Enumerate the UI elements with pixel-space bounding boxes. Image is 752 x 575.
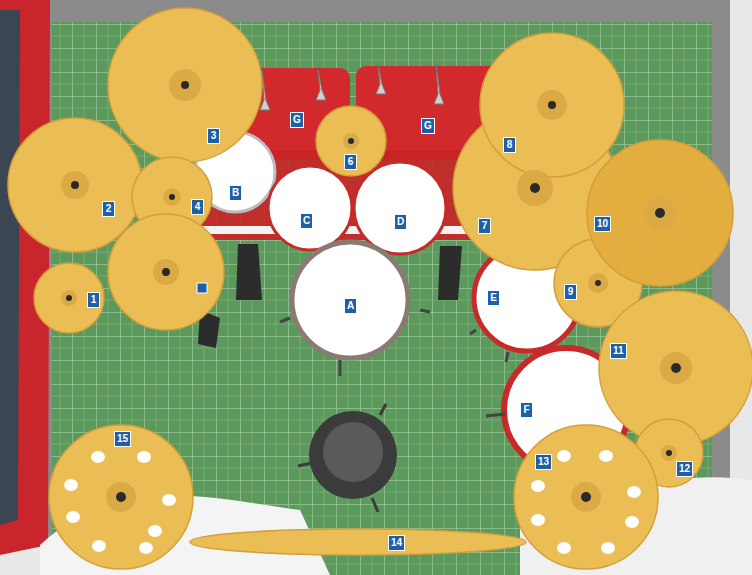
callout-number: E [487,290,500,306]
callout-number: 15 [114,431,131,447]
callout-number: 14 [388,535,405,551]
callout-number: C [300,213,313,229]
callout-number: 1 [87,292,100,308]
callout-number: 3 [207,128,220,144]
callout-number: 2 [102,201,115,217]
callout-number: 9 [564,284,577,300]
callout-number: D [394,214,407,230]
callout-number: 13 [535,454,552,470]
callout-number: 4 [191,199,204,215]
callout-number: 6 [344,154,357,170]
callout-number: F [520,402,533,418]
callout-number: 12 [676,461,693,477]
callout-number: 10 [594,216,611,232]
callout-number: G [421,118,435,134]
callout-number: 7 [478,218,491,234]
callout-number: 8 [503,137,516,153]
callout-number: G [290,112,304,128]
callout-number: A [344,298,357,314]
callout-number: B [229,185,242,201]
callout-number: 11 [610,343,627,359]
